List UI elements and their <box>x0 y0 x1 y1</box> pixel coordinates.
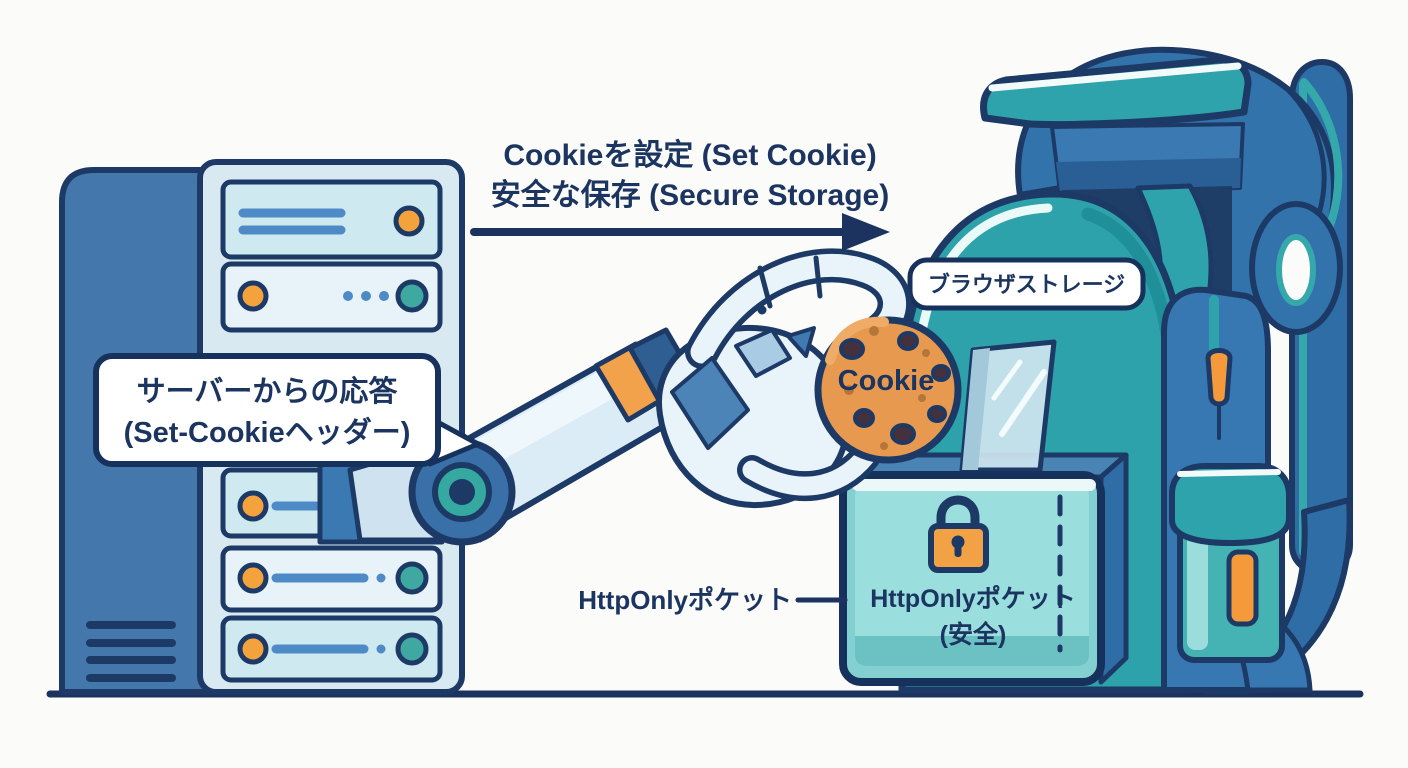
storage-label-box <box>907 257 1146 311</box>
server-callout-label: サーバーからの応答 (Set-Cookieヘッダー) <box>96 372 438 454</box>
flow-arrow-icon <box>470 213 890 251</box>
pocket-external-label: HttpOnlyポケット <box>578 585 792 615</box>
buckle-icon <box>1226 549 1259 627</box>
flow-label-line1: Cookieを設定 (Set Cookie) <box>503 139 877 172</box>
robot-arm-illustration <box>317 248 912 546</box>
zipper-pull-icon <box>1205 348 1233 407</box>
server-callout-line2: (Set-Cookieヘッダー) <box>123 417 411 449</box>
server-callout-box <box>93 353 481 467</box>
server-callout-line1: サーバーからの応答 <box>136 376 398 408</box>
pocket-internal-label: HttpOnlyポケット (安全) <box>845 581 1101 653</box>
lock-icon <box>928 495 989 573</box>
browser-storage-label: ブラウザストレージ <box>927 272 1126 297</box>
server-vent-lines <box>86 621 176 682</box>
httponly-pocket <box>795 339 1129 686</box>
flow-arrow-label: Cookieを設定 (Set Cookie) 安全な保存 (Secure Sto… <box>450 136 930 216</box>
cookie-label: Cookie <box>837 365 935 397</box>
flow-label-line2: 安全な保存 (Secure Storage) <box>490 179 890 212</box>
cookie-icon <box>814 316 962 464</box>
glass-pane <box>959 339 1057 473</box>
backpack-illustration <box>898 46 1353 694</box>
pocket-internal-line2: (安全) <box>939 621 1007 649</box>
pocket-internal-line1: HttpOnlyポケット <box>870 585 1076 613</box>
side-pocket <box>1169 463 1292 663</box>
